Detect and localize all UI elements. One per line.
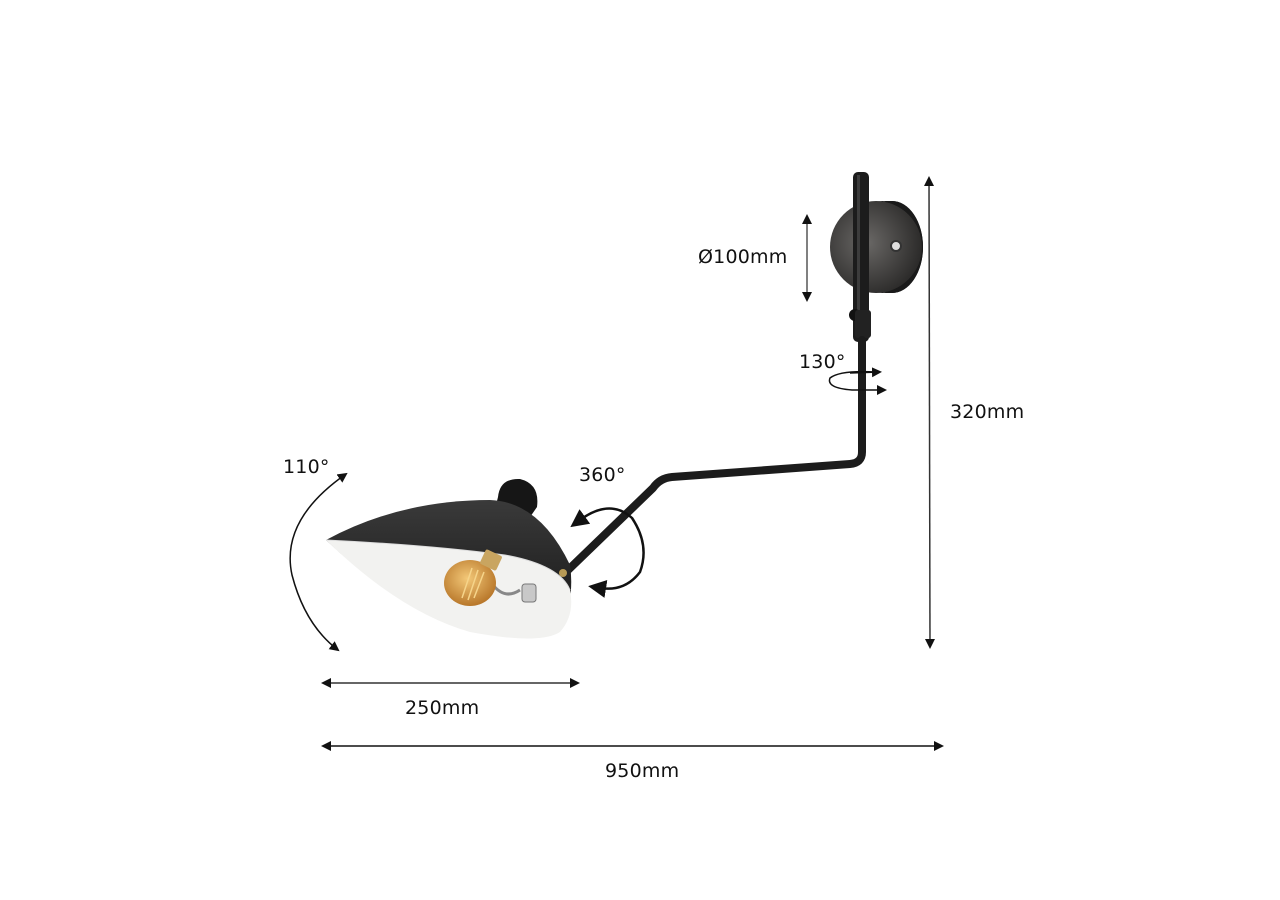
mount-swivel-label: 130° — [799, 351, 846, 373]
lamp-arm — [561, 336, 866, 577]
arm-rotation-arrow-icon — [570, 507, 645, 598]
shade-width-label: 250mm — [405, 697, 480, 719]
height-dimension-line — [924, 176, 935, 649]
total-length-label: 950mm — [605, 760, 680, 782]
lamp-shade — [325, 478, 572, 639]
bulb — [444, 549, 502, 606]
swivel-rotation-arrow-icon — [828, 367, 887, 395]
arm-rotation-label: 360° — [579, 464, 626, 486]
wall-plate — [830, 201, 923, 293]
shade-tilt-label: 110° — [283, 456, 330, 478]
plate-diameter-label: Ø100mm — [698, 246, 788, 268]
height-label: 320mm — [950, 401, 1025, 423]
tilt-rotation-arrow-icon — [289, 472, 348, 652]
vertical-rod — [849, 172, 871, 342]
